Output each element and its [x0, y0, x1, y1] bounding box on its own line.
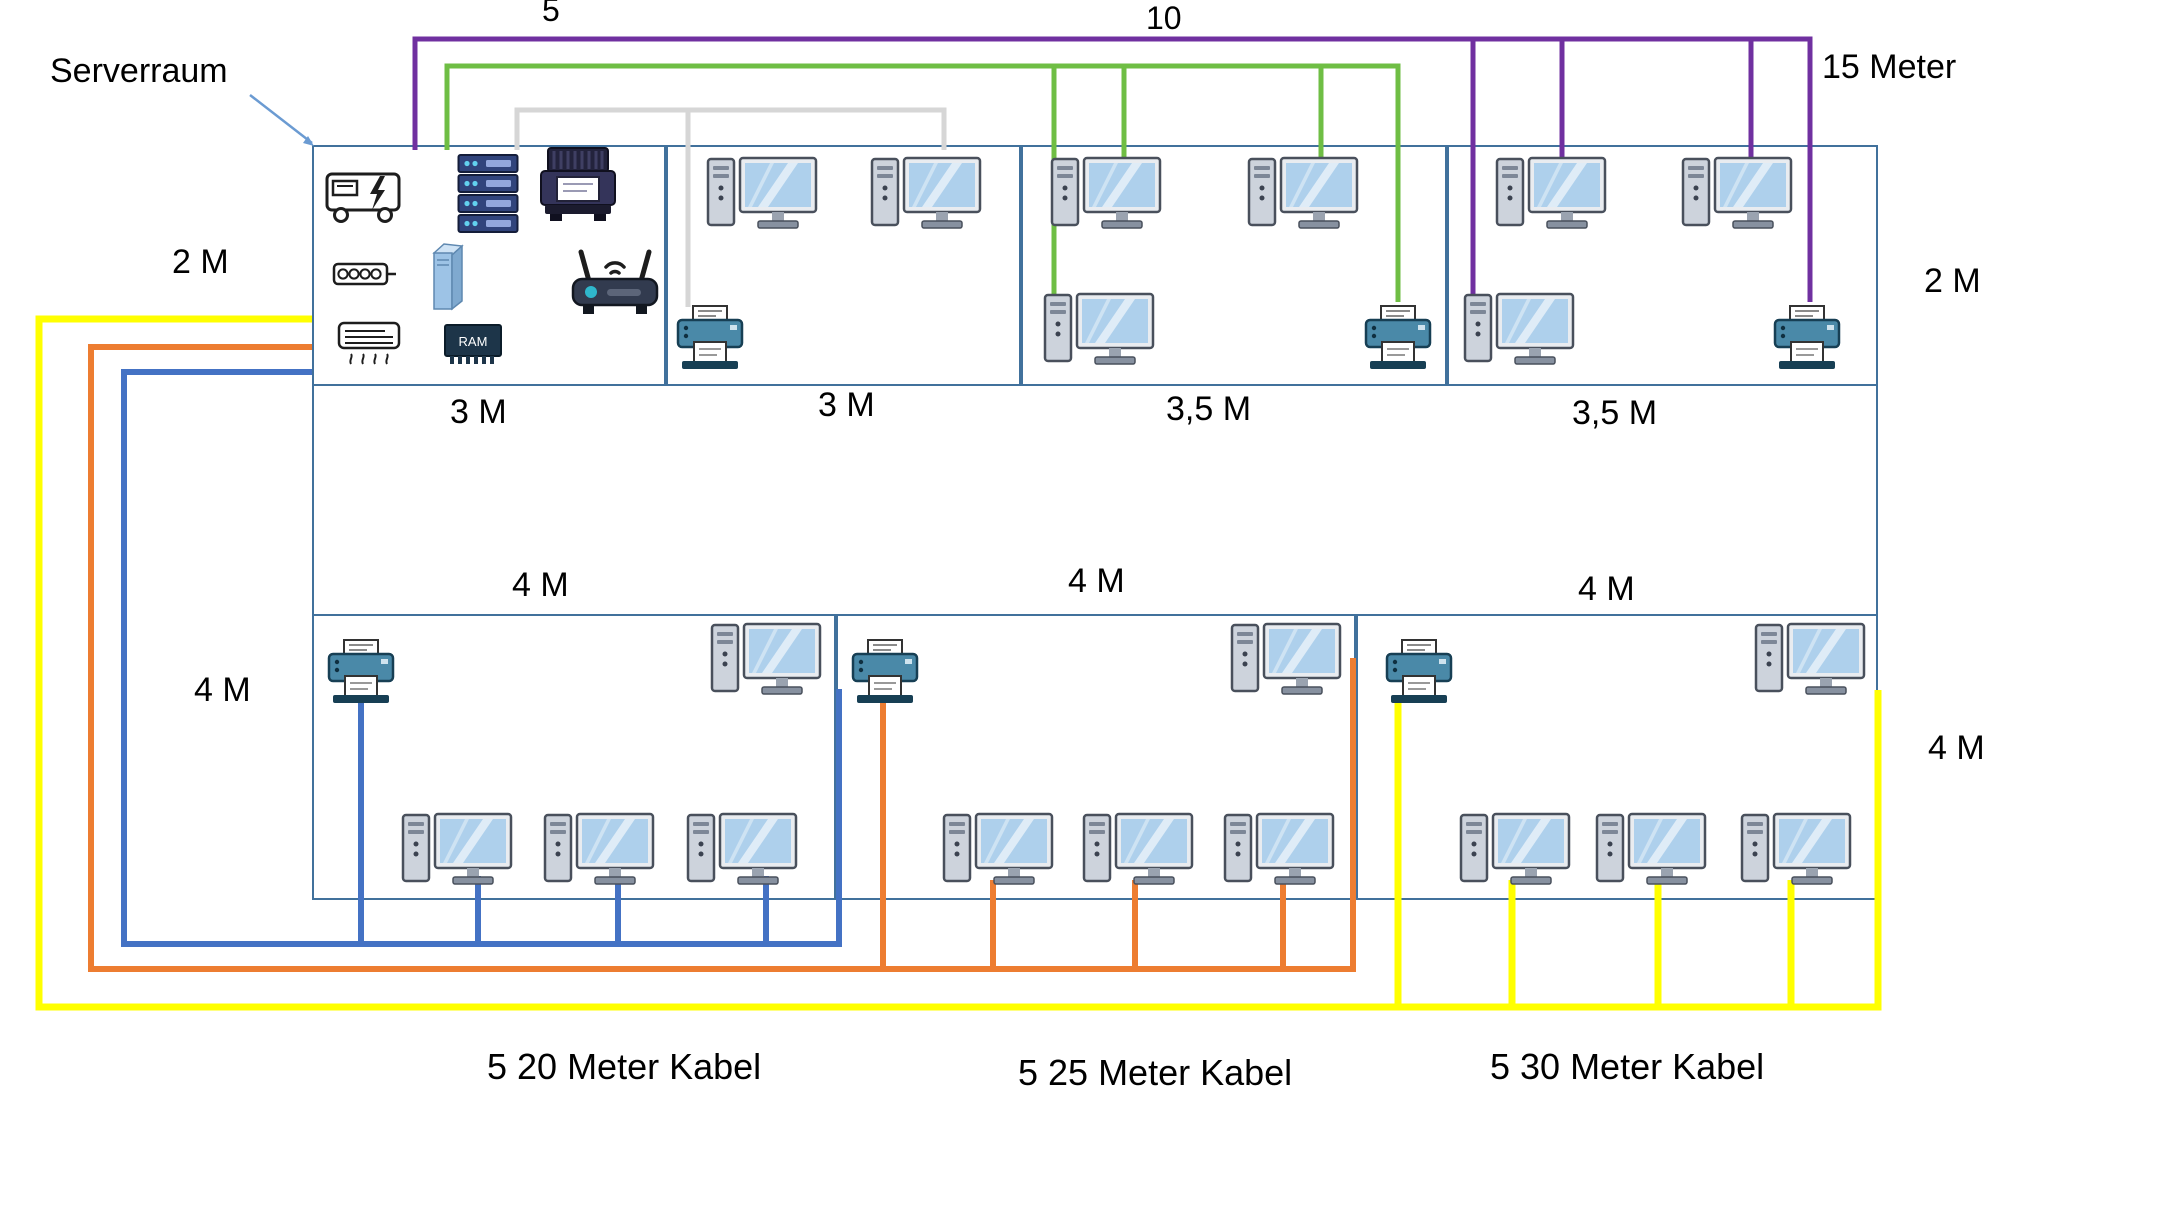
room-office-top-3	[1447, 145, 1878, 386]
label-30-meter-kabel: 5 30 Meter Kabel	[1490, 1046, 1765, 1087]
room-serverraum	[312, 145, 666, 386]
label-3m-serverraum: 3 M	[450, 393, 507, 431]
network-switch-icon	[538, 146, 618, 226]
server-rack-icon	[457, 154, 519, 234]
label-2m-left: 2 M	[172, 243, 229, 281]
pc-icon	[1043, 289, 1155, 367]
cable-25m-orange	[88, 344, 1356, 972]
pc-icon	[706, 153, 818, 231]
label-2m-right: 2 M	[1924, 262, 1981, 300]
label-4m-office-bottom-1: 4 M	[512, 566, 569, 604]
ram-icon: RAM	[443, 319, 503, 369]
label-25-meter-kabel: 5 25 Meter Kabel	[1018, 1052, 1293, 1093]
pc-icon	[686, 809, 798, 887]
printer-icon	[1771, 304, 1843, 370]
cable-5m-gray	[514, 107, 947, 150]
serverraum-pointer-arrow	[249, 94, 313, 144]
label-cable-10: 10	[1146, 0, 1182, 36]
label-cable-15-meter: 15 Meter	[1822, 48, 1957, 86]
ups-icon	[324, 164, 402, 226]
label-4m-office-bottom-2: 4 M	[1068, 562, 1125, 600]
label-20-meter-kabel: 5 20 Meter Kabel	[487, 1046, 762, 1087]
label-35m-office-top-3: 3,5 M	[1572, 394, 1658, 432]
server-tower-icon	[431, 241, 465, 313]
pc-icon	[1754, 619, 1866, 697]
ac-unit-icon	[337, 319, 401, 369]
cable-15m-purple	[412, 36, 1813, 302]
label-4m-office-bottom-3: 4 M	[1578, 570, 1635, 608]
printer-icon	[325, 638, 397, 704]
pc-icon	[401, 809, 513, 887]
router-icon	[569, 247, 661, 319]
printer-icon	[1362, 304, 1434, 370]
pc-icon	[1050, 153, 1162, 231]
pc-icon	[710, 619, 822, 697]
label-4m-left: 4 M	[194, 671, 251, 709]
pc-icon	[1495, 153, 1607, 231]
pc-icon	[1595, 809, 1707, 887]
cable-30m-yellow	[35, 315, 1882, 1011]
printer-icon	[674, 304, 746, 370]
room-office-top-2	[1021, 145, 1447, 386]
cable-20m-blue	[121, 369, 842, 947]
pc-icon	[1223, 809, 1335, 887]
pc-icon	[1230, 619, 1342, 697]
pc-icon	[1247, 153, 1359, 231]
ram-label: RAM	[459, 334, 488, 349]
label-4m-right: 4 M	[1928, 729, 1985, 767]
power-strip-icon	[332, 259, 398, 289]
serverraum-pointer-arrowhead	[303, 136, 314, 146]
cable-10m-green	[444, 63, 1401, 302]
pc-icon	[1463, 289, 1575, 367]
room-office-top-1	[666, 145, 1021, 386]
pc-icon	[1082, 809, 1194, 887]
pc-icon	[543, 809, 655, 887]
printer-icon	[849, 638, 921, 704]
label-serverraum: Serverraum	[50, 52, 228, 90]
pc-icon	[1740, 809, 1852, 887]
label-3m-office-top-1: 3 M	[818, 386, 875, 424]
pc-icon	[870, 153, 982, 231]
label-cable-5: 5	[542, 0, 560, 28]
pc-icon	[1681, 153, 1793, 231]
printer-icon	[1383, 638, 1455, 704]
label-35m-office-top-2: 3,5 M	[1166, 390, 1252, 428]
pc-icon	[942, 809, 1054, 887]
pc-icon	[1459, 809, 1571, 887]
room-office-bottom-1	[312, 614, 836, 900]
